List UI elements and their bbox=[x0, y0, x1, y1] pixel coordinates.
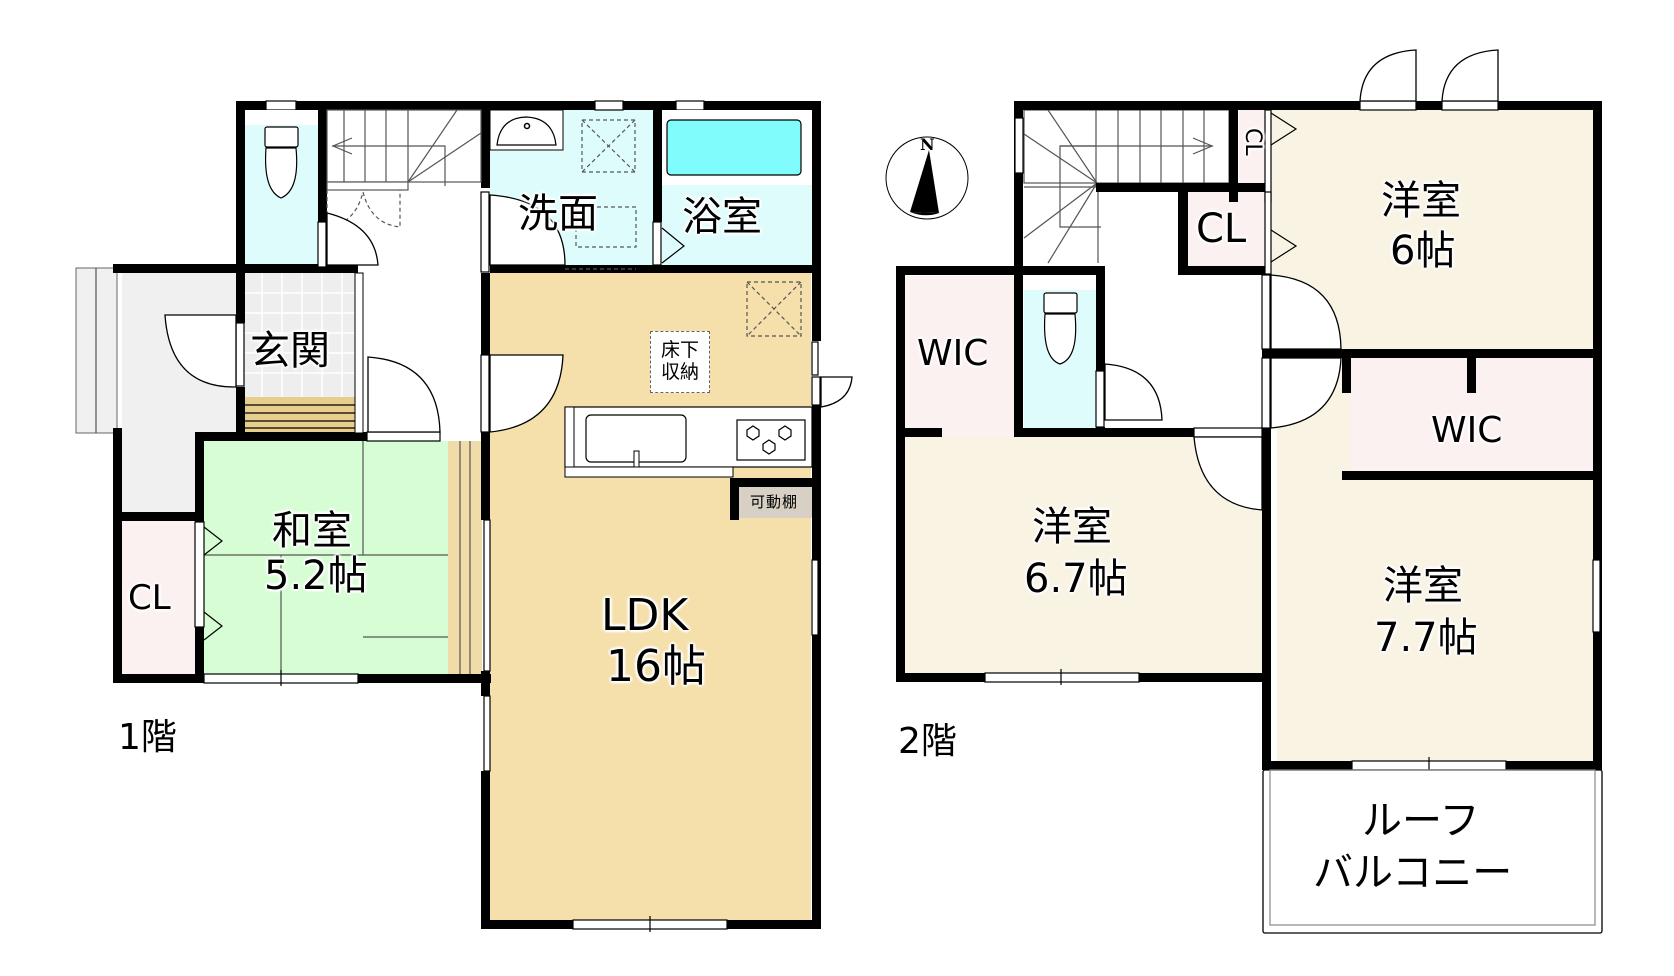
ldk-size: 16帖 bbox=[606, 641, 706, 692]
ldk-label: LDK bbox=[601, 590, 689, 641]
washitsu-size: 5.2帖 bbox=[264, 553, 368, 599]
entrance-step bbox=[245, 397, 363, 433]
movable-shelf-area bbox=[739, 487, 812, 518]
staircase-1f bbox=[326, 109, 482, 191]
closet-hall-label: CL bbox=[1196, 206, 1247, 252]
roof-balcony-label-2: バルコニー bbox=[1313, 850, 1513, 896]
western-77-size: 7.7帖 bbox=[1374, 615, 1478, 661]
washitsu-label: 和室 bbox=[272, 508, 352, 554]
western-77-label: 洋室 bbox=[1383, 563, 1463, 609]
floor-1-label: 1階 bbox=[118, 717, 177, 758]
western-67-size: 6.7帖 bbox=[1024, 556, 1128, 602]
closet-floor bbox=[122, 521, 196, 674]
roof-balcony-label-1: ルーフ bbox=[1362, 798, 1480, 844]
western-67-label: 洋室 bbox=[1032, 504, 1112, 550]
western-6-size: 6帖 bbox=[1390, 228, 1456, 274]
wic-left-label: WIC bbox=[917, 333, 989, 374]
compass-icon bbox=[885, 136, 969, 220]
underfloor-storage-label: 床下収納 bbox=[650, 331, 710, 393]
wic-left-floor bbox=[905, 276, 1015, 437]
underfloor-line1: 床下 bbox=[660, 339, 699, 362]
closet-hall-floor bbox=[1188, 192, 1265, 266]
bathroom-label: 浴室 bbox=[682, 194, 762, 240]
tatami-edge bbox=[448, 441, 482, 674]
floor-2-label: 2階 bbox=[898, 721, 957, 762]
wic-right-label: WIC bbox=[1431, 410, 1503, 451]
compass-north-label: N bbox=[920, 135, 935, 154]
floor-2-plan bbox=[885, 49, 1603, 934]
washroom-label: 洗面 bbox=[518, 191, 598, 237]
western-6-label: 洋室 bbox=[1381, 178, 1461, 224]
toilet-fixture-1f bbox=[245, 110, 318, 199]
closet-small-label: CL bbox=[1239, 128, 1265, 156]
movable-shelf-label: 可動棚 bbox=[750, 493, 799, 511]
washitsu-floor bbox=[204, 441, 448, 674]
entrance-label: 玄関 bbox=[250, 328, 330, 374]
underfloor-line2: 収納 bbox=[660, 361, 699, 383]
kitchen-counter bbox=[564, 406, 813, 478]
closet-label-1f: CL bbox=[128, 578, 171, 618]
